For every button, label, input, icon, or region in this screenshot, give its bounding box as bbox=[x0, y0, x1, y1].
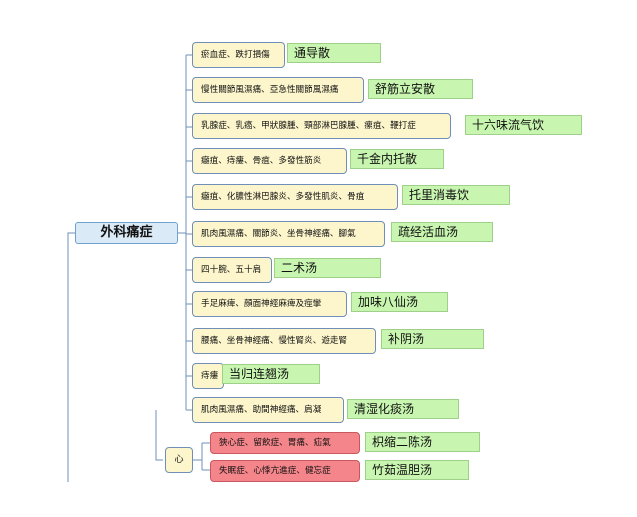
condition-node[interactable]: 癰疽、痔瘻、骨疽、多發性筋炎 bbox=[192, 148, 347, 174]
condition-node[interactable]: 癰疽、化膿性淋巴腺炎、多發性肌炎、骨疽 bbox=[192, 184, 398, 210]
condition-node[interactable]: 手足麻痺、顏面神經麻痺及痙攣 bbox=[192, 291, 347, 317]
remedy-node[interactable]: 通导散 bbox=[287, 43, 381, 63]
remedy-node[interactable]: 疏经活血汤 bbox=[391, 222, 493, 242]
condition-node[interactable]: 肌肉風濕痛、助間神經痛、肩凝 bbox=[192, 397, 344, 423]
condition-node[interactable]: 肌肉風濕痛、關節炎、坐骨神經痛、腳氣 bbox=[192, 221, 385, 247]
remedy-node[interactable]: 二术汤 bbox=[274, 258, 381, 278]
remedy-node[interactable]: 补阴汤 bbox=[381, 329, 484, 349]
remedy-node[interactable]: 舒筋立安散 bbox=[368, 79, 473, 99]
condition-node[interactable]: 腰痛、坐骨神經痛、慢性腎炎、遊走腎 bbox=[192, 328, 376, 354]
heart-topic[interactable]: 心 bbox=[165, 447, 193, 473]
remedy-node[interactable]: 加味八仙汤 bbox=[351, 292, 448, 312]
condition-node[interactable]: 狹心症、留飲症、胃痛、疝氣 bbox=[210, 432, 360, 454]
root-topic[interactable]: 外科痛症 bbox=[75, 222, 178, 244]
condition-node[interactable]: 乳腺症、乳癌、甲狀腺腫、頸部淋巴腺腫、瘰疽、鞭打症 bbox=[192, 113, 451, 139]
remedy-node[interactable]: 枳缩二陈汤 bbox=[365, 432, 480, 452]
condition-node[interactable]: 慢性關節風濕痛、亞急性關節風濕痛 bbox=[192, 77, 364, 103]
remedy-node[interactable]: 当归连翘汤 bbox=[222, 364, 320, 384]
remedy-node[interactable]: 清湿化痰汤 bbox=[347, 399, 459, 419]
remedy-node[interactable]: 千金内托散 bbox=[350, 149, 444, 169]
condition-node[interactable]: 四十腕、五十肩 bbox=[192, 257, 272, 283]
condition-node[interactable]: 瘀血症、跌打損傷 bbox=[192, 42, 285, 68]
remedy-node[interactable]: 十六味流气饮 bbox=[465, 115, 582, 135]
condition-node[interactable]: 痔瘻 bbox=[192, 363, 224, 389]
condition-node[interactable]: 失眠症、心悸亢進症、健忘症 bbox=[210, 460, 360, 482]
remedy-node[interactable]: 竹茹温胆汤 bbox=[365, 460, 469, 480]
remedy-node[interactable]: 托里消毒饮 bbox=[402, 185, 510, 205]
